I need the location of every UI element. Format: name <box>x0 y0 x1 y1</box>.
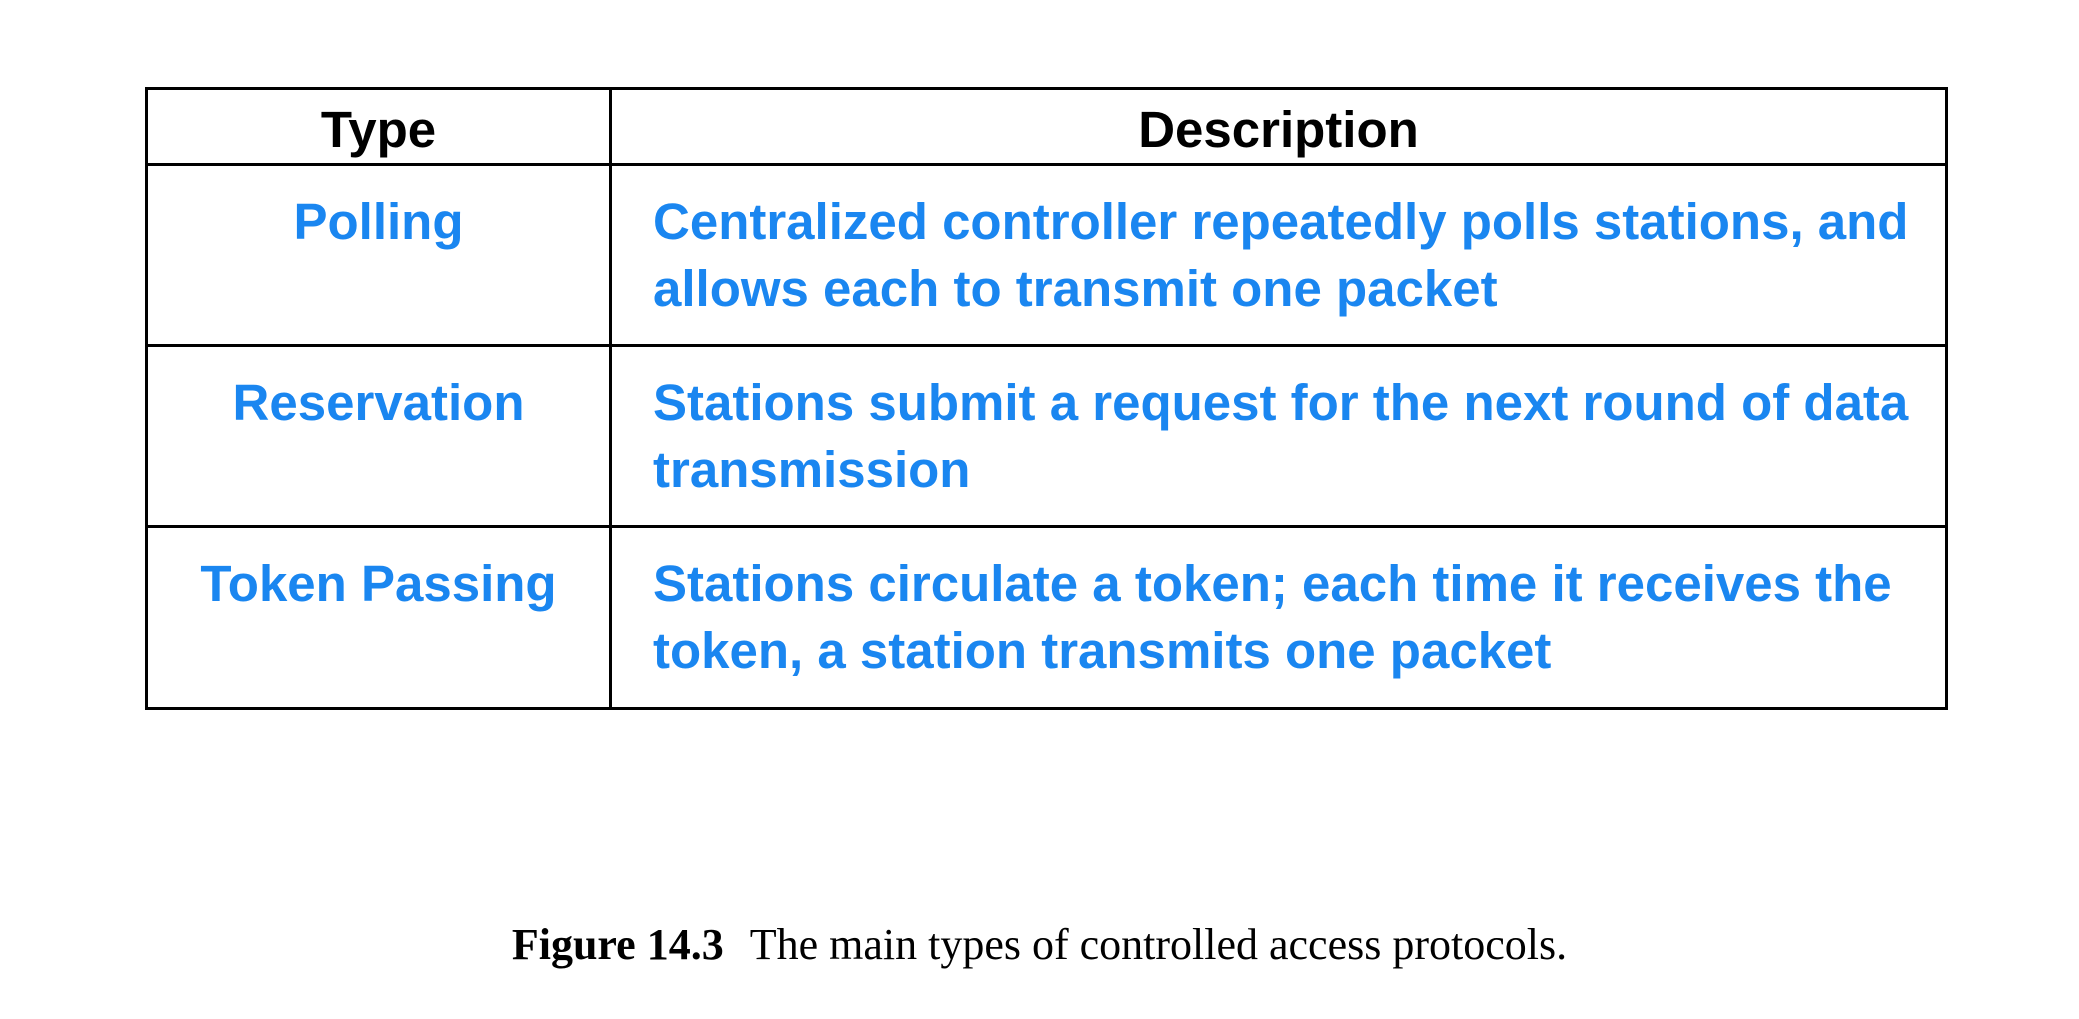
table-row: Polling Centralized controller repeatedl… <box>145 163 1948 347</box>
figure-caption-label: Figure 14.3 <box>511 920 724 969</box>
protocol-type-cell: Reservation <box>145 344 612 528</box>
column-header-description: Description <box>609 87 1948 166</box>
protocol-description-cell: Centralized controller repeatedly polls … <box>609 163 1948 347</box>
protocols-table: Type Description Polling Centralized con… <box>145 87 1948 710</box>
table-row: Token Passing Stations circulate a token… <box>145 525 1948 710</box>
figure-caption: Figure 14.3 The main types of controlled … <box>0 920 2079 970</box>
table-header-row: Type Description <box>145 87 1948 166</box>
protocol-description-cell: Stations submit a request for the next r… <box>609 344 1948 528</box>
table-row: Reservation Stations submit a request fo… <box>145 344 1948 528</box>
protocol-type-cell: Token Passing <box>145 525 612 710</box>
column-header-type: Type <box>145 87 612 166</box>
protocol-description-cell: Stations circulate a token; each time it… <box>609 525 1948 710</box>
figure-caption-text: The main types of controlled access prot… <box>749 920 1568 969</box>
protocol-type-cell: Polling <box>145 163 612 347</box>
